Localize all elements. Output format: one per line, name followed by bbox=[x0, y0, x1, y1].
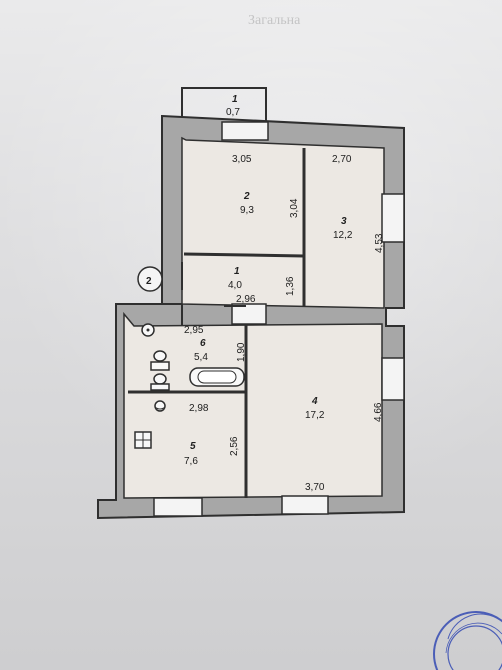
dim-2-96: 2,96 bbox=[236, 294, 256, 305]
room-5-number: 5 bbox=[190, 441, 196, 452]
bathtub-icon bbox=[189, 367, 245, 387]
room-6-area: 5,4 bbox=[194, 352, 208, 363]
room-3-number: 3 bbox=[341, 216, 347, 227]
section-number: 2 bbox=[146, 276, 152, 287]
room-2-area: 9,3 bbox=[240, 205, 254, 216]
room-3-area: 12,2 bbox=[333, 230, 353, 241]
dim-2-70: 2,70 bbox=[332, 154, 352, 165]
sink-icon-kitchen bbox=[154, 400, 166, 412]
lower-inner-fill bbox=[123, 311, 383, 499]
dim-2-98: 2,98 bbox=[189, 403, 209, 414]
dim-3-70: 3,70 bbox=[305, 482, 325, 493]
dim-4-53: 4,53 bbox=[374, 233, 385, 253]
hall-divider-wall bbox=[183, 252, 305, 258]
window-right-1 bbox=[381, 193, 405, 243]
room-5-area: 7,6 bbox=[184, 456, 198, 467]
section-marker: 2 bbox=[137, 266, 163, 292]
dim-1-36: 1,36 bbox=[285, 276, 296, 296]
room-6-number: 6 bbox=[200, 338, 206, 349]
room-4-number: 4 bbox=[311, 396, 318, 407]
room-4-area: 17,2 bbox=[305, 410, 325, 421]
window-middle bbox=[231, 303, 267, 325]
toilet-icon-lower bbox=[150, 373, 170, 391]
dim-2-56: 2,56 bbox=[229, 436, 240, 456]
dim-4-66: 4,66 bbox=[373, 402, 384, 422]
room-1-top-area: 0,7 bbox=[226, 107, 240, 118]
fixtures bbox=[134, 323, 245, 449]
room-labels: 1 0,7 2 9,3 3 12,2 1 4,0 4 17,2 6 5,4 5 … bbox=[184, 94, 353, 467]
upper-inner-fill bbox=[181, 136, 385, 309]
room-2-number: 2 bbox=[243, 191, 250, 202]
room-1-hall-area: 4,0 bbox=[228, 280, 242, 291]
toilet-icon bbox=[150, 350, 170, 371]
window-top-1 bbox=[221, 121, 269, 141]
room-1-top-number: 1 bbox=[232, 94, 238, 105]
dim-3-05: 3,05 bbox=[232, 154, 252, 165]
room-1-hall-number: 1 bbox=[234, 266, 240, 277]
sink-icon bbox=[141, 323, 155, 337]
dim-3-04: 3,04 bbox=[289, 198, 300, 218]
dim-2-95: 2,95 bbox=[184, 325, 204, 336]
dimension-labels: 3,05 2,70 3,04 4,53 1,36 2,96 2,95 1,90 … bbox=[184, 154, 385, 493]
dim-1-90: 1,90 bbox=[236, 342, 247, 362]
windows bbox=[153, 121, 405, 517]
stove-icon bbox=[134, 431, 152, 449]
doors bbox=[181, 262, 247, 460]
stamp-icon bbox=[433, 611, 502, 670]
window-bottom-1 bbox=[153, 497, 203, 517]
faint-header-text: Загальна bbox=[248, 13, 301, 28]
window-right-2 bbox=[381, 357, 405, 401]
window-bottom-2 bbox=[281, 495, 329, 515]
